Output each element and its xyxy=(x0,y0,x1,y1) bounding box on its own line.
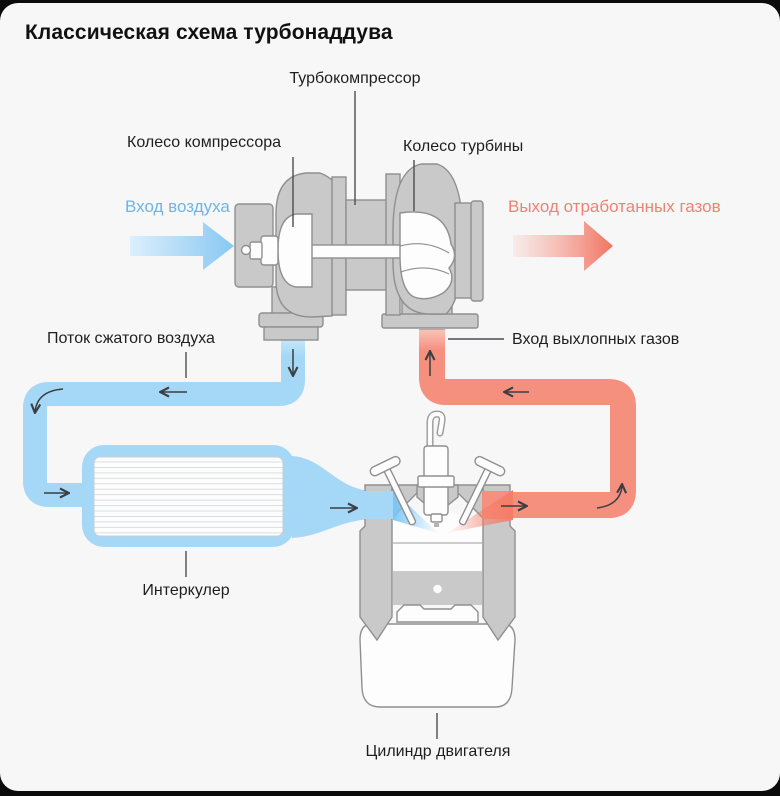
flow-direction-arrows xyxy=(35,349,622,508)
diagram-title: Классическая схема турбонаддува xyxy=(25,21,393,44)
exhaust-gas-inlet-label: Вход выхлопных газов xyxy=(512,331,680,348)
label-pointer-lines xyxy=(185,91,504,739)
compressor-wheel xyxy=(277,213,313,288)
exhaust-outlet-arrow xyxy=(513,221,613,271)
shaft xyxy=(309,244,403,259)
injector xyxy=(417,410,455,527)
turbine-wheel-label: Колесо турбины xyxy=(403,138,524,155)
compressed-air-pipe xyxy=(23,331,305,507)
intake-valve xyxy=(369,455,417,526)
turbine-wheel xyxy=(399,211,456,300)
exhaust-outlet-label: Выход отработанных газов xyxy=(508,197,721,216)
exhaust-valve xyxy=(458,455,506,526)
crankcase xyxy=(359,623,516,708)
turbocharger-graphic xyxy=(234,163,484,341)
intake-stream xyxy=(357,491,394,519)
air-inlet-label: Вход воздуха xyxy=(125,197,230,216)
intercooler-label: Интеркулер xyxy=(142,582,230,599)
compressed-air-flow-label: Поток сжатого воздуха xyxy=(47,330,215,347)
engine-cylinder-label: Цилиндр двигателя xyxy=(365,743,511,760)
compressor-wheel-label: Колесо компрессора xyxy=(127,134,282,151)
engine-cylinder-graphic xyxy=(357,410,516,708)
intercooler-graphic xyxy=(82,445,394,547)
turbocharger-label: Турбокомпрессор xyxy=(289,70,421,87)
exhaust-gas-pipe xyxy=(419,329,636,518)
piston-rod-boss xyxy=(396,604,479,623)
air-inlet-arrow xyxy=(130,222,234,270)
